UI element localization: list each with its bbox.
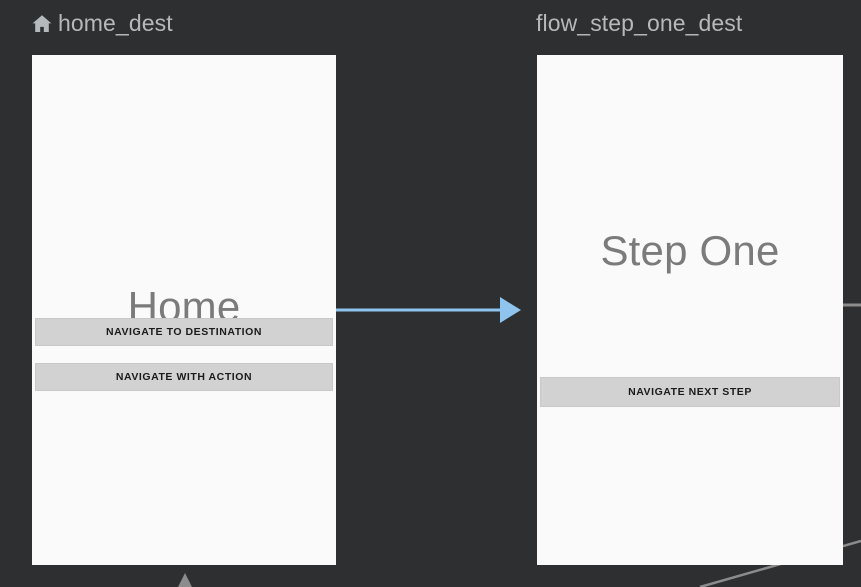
destination-label-text: flow_step_one_dest [536,10,743,36]
home-icon [32,14,52,32]
connector-arrowhead-icon [500,297,521,323]
navigate-to-destination-button[interactable]: NAVIGATE TO DESTINATION [35,318,333,346]
navigate-next-step-button[interactable]: NAVIGATE NEXT STEP [540,377,840,407]
destination-label-text: home_dest [58,10,173,36]
screen-title: Step One [600,227,780,274]
navigate-with-action-button[interactable]: NAVIGATE WITH ACTION [35,363,333,391]
destination-label-home-dest[interactable]: home_dest [30,10,173,37]
destination-card-flow-step-one-dest[interactable]: Step One NAVIGATE NEXT STEP [537,55,843,565]
connector-arrowhead-up-icon [178,573,192,587]
connector-home-to-flow-step-one[interactable] [336,297,521,323]
destination-label-flow-step-one-dest[interactable]: flow_step_one_dest [536,10,742,37]
destination-card-home-dest[interactable]: Home NAVIGATE TO DESTINATION NAVIGATE WI… [32,55,336,565]
